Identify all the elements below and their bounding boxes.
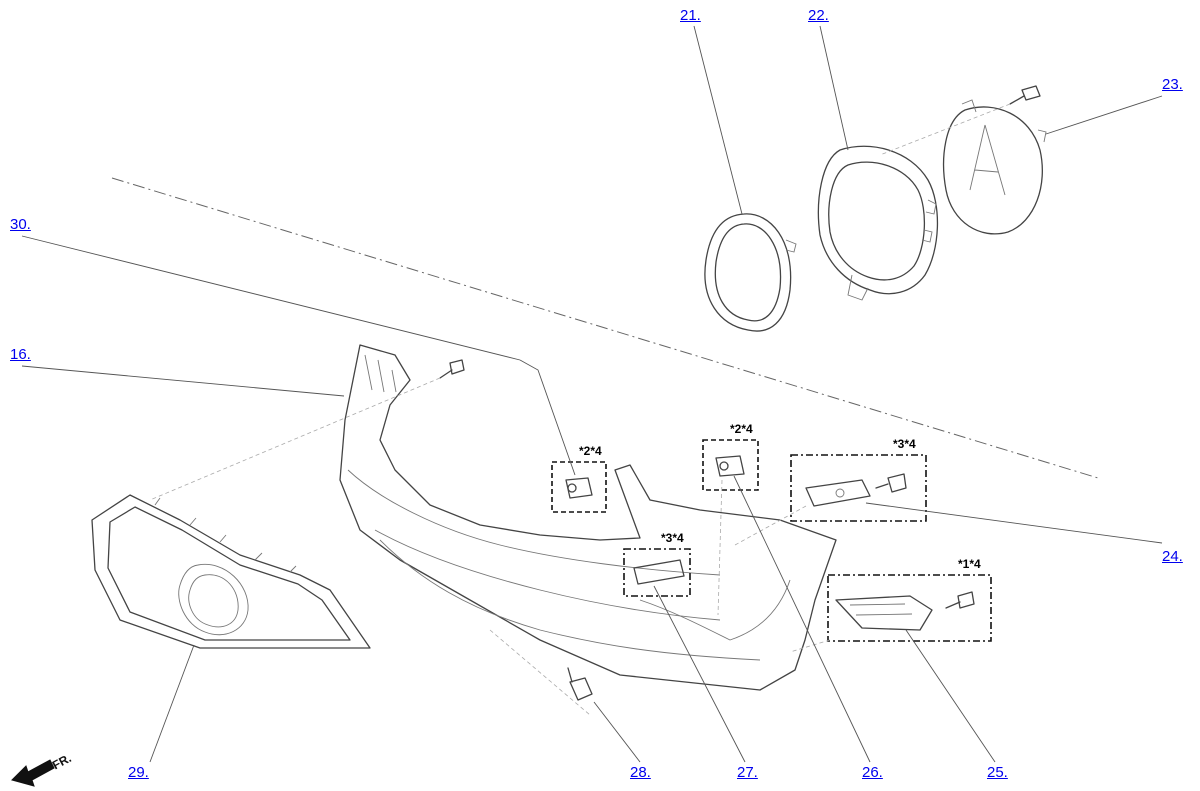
part-22-emblem-frame (817, 145, 939, 301)
part-30-parking-sensor-left (565, 477, 593, 499)
center-line (111, 177, 1099, 479)
callout-16[interactable]: 16. (10, 346, 31, 363)
part-24-clip (875, 473, 907, 493)
part-23-bolt (1009, 85, 1041, 105)
callout-25[interactable]: 25. (987, 764, 1008, 781)
note-sensor-right: *2*4 (730, 422, 753, 436)
note-lid-right: *3*4 (893, 437, 916, 451)
callout-30[interactable]: 30. (10, 216, 31, 233)
callout-24[interactable]: 24. (1162, 548, 1183, 565)
callout-21[interactable]: 21. (680, 7, 701, 24)
part-27-washer-lid-left (633, 559, 685, 585)
part-29-grille (91, 494, 371, 649)
part-16-bolt (439, 359, 465, 379)
part-25-fog-light (835, 591, 975, 631)
callout-29[interactable]: 29. (128, 764, 149, 781)
sensor-left-box (551, 461, 607, 513)
note-lid-left: *3*4 (661, 531, 684, 545)
part-24-washer-lid-right (805, 479, 871, 507)
part-26-parking-sensor-right (715, 455, 745, 477)
callout-27[interactable]: 27. (737, 764, 758, 781)
note-sensor-left: *2*4 (579, 444, 602, 458)
front-direction-arrow-icon (11, 759, 55, 787)
leader-lines (21, 25, 1163, 763)
part-23-emblem (943, 99, 1047, 235)
part-16-front-bumper-cover (339, 344, 837, 691)
fog-light-box (827, 574, 992, 642)
part-28-clip (567, 667, 593, 701)
callout-26[interactable]: 26. (862, 764, 883, 781)
part-21-emblem-gasket (704, 213, 797, 332)
callout-28[interactable]: 28. (630, 764, 651, 781)
callout-23[interactable]: 23. (1162, 76, 1183, 93)
note-fog-light: *1*4 (958, 557, 981, 571)
callout-22[interactable]: 22. (808, 7, 829, 24)
lid-left-box (623, 548, 691, 597)
sensor-right-box (702, 439, 759, 491)
lid-right-box (790, 454, 927, 522)
